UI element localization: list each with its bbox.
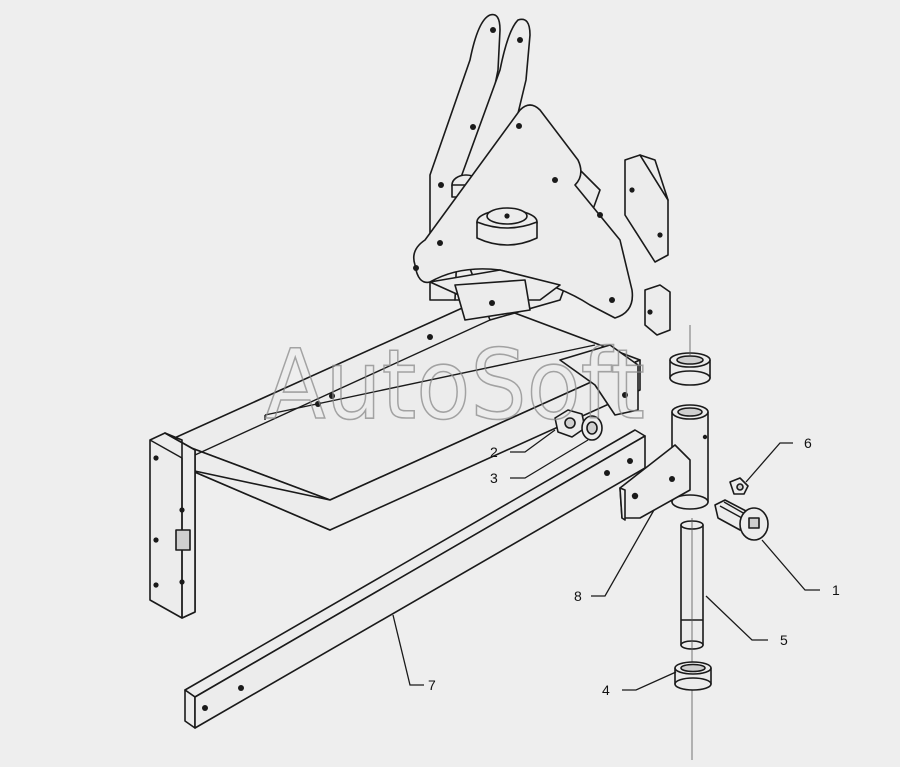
callout-8: 8 [574,588,582,604]
part-8-bracket [619,404,709,521]
callout-3: 3 [490,470,498,486]
callout-1: 1 [832,582,840,598]
part-3-washer [581,415,603,441]
part-5-pin [680,518,704,760]
end-flange-plate [149,432,196,619]
callout-6: 6 [804,435,812,451]
callout-4: 4 [602,682,610,698]
part-6-grease-fitting [729,477,749,495]
part-4-bushing [674,661,712,691]
callouts: 1 2 3 4 5 6 7 8 [428,435,840,698]
triangular-mount-plate [412,104,634,321]
side-flange [624,154,671,336]
leader-lines [392,429,820,691]
callout-7: 7 [428,677,436,693]
main-beam [169,299,641,531]
callout-2: 2 [490,444,498,460]
callout-5: 5 [780,632,788,648]
watermark-logo: AutoSoft [265,329,645,441]
part-1-bolt [714,499,769,541]
bushing-top [669,325,711,386]
